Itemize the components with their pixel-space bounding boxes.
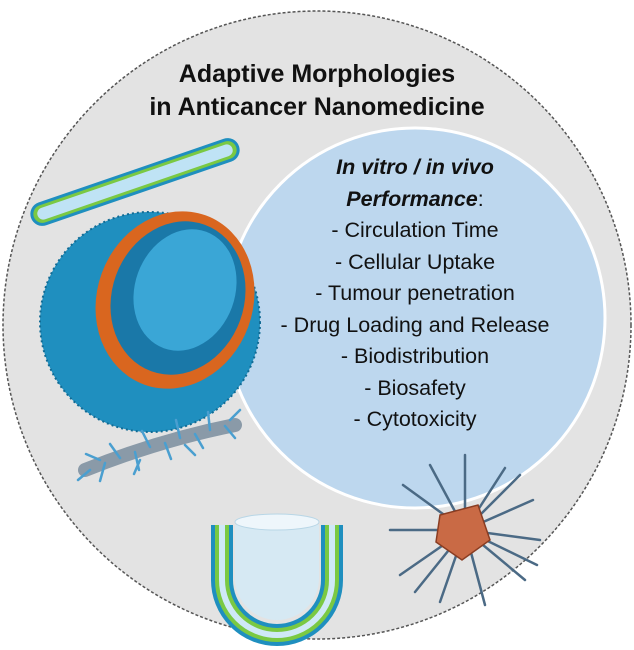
performance-item: - Tumour penetration: [315, 281, 515, 305]
title-line-1: Adaptive Morphologies: [178, 60, 456, 88]
stomatocyte-nanoparticle-icon: [211, 513, 343, 646]
performance-item: - Cellular Uptake: [334, 249, 496, 274]
diagram-title: Adaptive Morphologies in Anticancer Nano…: [0, 58, 634, 124]
title-line-2: in Anticancer Nanomedicine: [149, 93, 485, 121]
heading-colon: :: [477, 186, 484, 211]
performance-heading-2: Performance: [346, 186, 478, 211]
performance-item: - Cytotoxicity: [353, 407, 477, 431]
performance-item: - Biosafety: [364, 375, 466, 400]
performance-item: - Biodistribution: [340, 344, 490, 368]
performance-item: - Circulation Time: [331, 218, 499, 242]
performance-list: In vitro / in vivo Performance: - Circul…: [230, 152, 600, 436]
star-micelle-icon: [388, 453, 542, 607]
performance-item: - Drug Loading and Release: [280, 312, 550, 337]
rod-nanoparticle-icon: [30, 138, 240, 226]
worm-micelle-icon: [76, 408, 242, 483]
vesicle-nanoparticle-icon: [39, 211, 261, 433]
performance-heading-1: In vitro / in vivo: [336, 155, 494, 179]
